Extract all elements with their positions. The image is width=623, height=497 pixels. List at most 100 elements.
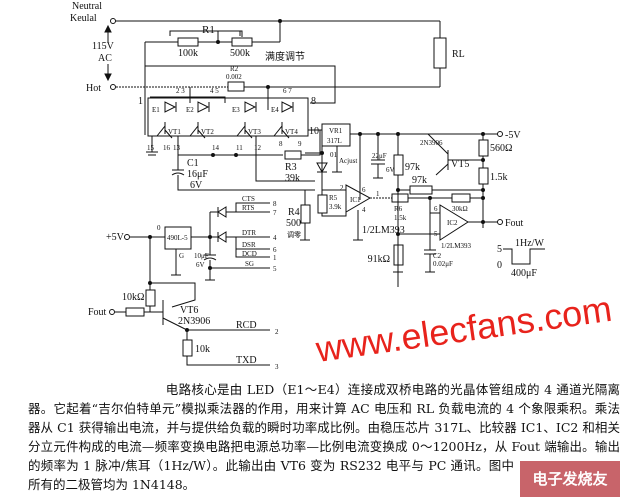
rs232-fout-terminal [109,309,115,315]
svg-text:RTS: RTS [242,204,255,212]
pin-4-5: 4 5 [210,87,219,95]
svg-text:CTS: CTS [242,195,255,203]
r4-label: R4 [288,207,300,218]
r4-resistor [300,204,311,224]
svg-text:DCD: DCD [242,250,257,258]
voltage-label: 115V [92,41,115,52]
svg-text:DSR: DSR [242,241,256,249]
led-e3: E3 [232,101,257,114]
r1-5k-value: 1.5k [490,172,508,183]
diode-rts [217,206,227,218]
ic2-pin-6: 6 [434,205,438,213]
c-supply-value: 22μF [372,152,387,160]
c1-volt: 6V [190,180,203,191]
c1-label: C1 [187,158,199,169]
circuit-description: 电路核心是由 LED（E1～E4）连接成双桥电路的光晶体管组成的 4 通道光隔离… [28,382,620,492]
neutral-label-2: Keulal [70,13,97,24]
r3-resistor [284,150,302,160]
ic1-pin-4: 4 [362,206,366,214]
c1-value: 16μF [187,169,208,180]
r97k-horizontal-value: 97k [412,175,427,186]
waveform-width: 400μF [511,268,537,279]
vt6-part: 2N3906 [178,316,210,327]
r3-label: R3 [285,162,297,173]
pin-9: 9 [298,140,302,148]
svg-text:VT1: VT1 [168,128,181,136]
r560-value: 560Ω [490,143,512,154]
supply-label: -5V [505,130,521,141]
svg-text:E4: E4 [271,106,279,114]
ic1-pin-6: 6 [362,186,366,194]
r-fout-resistor [125,307,145,317]
r1-5k-resistor [478,167,489,185]
diode-d1 [316,162,328,174]
led-e2: E2 [186,101,210,114]
phototransistor-vt3: VT3 [236,122,261,139]
svg-text:E1: E1 [152,106,160,114]
ic2-label: IC2 [447,219,458,227]
svg-text:7: 7 [273,209,277,217]
r7-resistor [451,193,471,203]
signal-rts: RTS 7 [242,204,277,217]
load-label: RL [452,49,465,60]
signal-sg: SG5 [245,260,277,273]
pin-2-3: 2 3 [176,87,185,95]
watermark: www.elecfans.com [312,288,614,370]
r97k-vertical [393,154,404,176]
waveform-title: 1Hz/W [515,238,544,249]
c2-label: C2 [433,252,442,260]
pin-14: 14 [212,144,220,152]
r6-value: 1.5k [394,214,407,222]
led-e1: E1 [152,101,177,114]
r97k-horizontal [409,185,433,195]
svg-text:3: 3 [275,363,279,371]
svg-text:4: 4 [273,234,277,242]
svg-text:2: 2 [275,328,279,336]
reg-in-pin: 0 [157,224,161,232]
r2-resistor [227,81,245,92]
ic1-comparator [345,184,372,213]
diode-dtr [217,231,227,243]
ic1-pin-2: 2 [340,184,344,192]
vt6-label: VT6 [180,305,198,316]
vin-terminal [124,234,130,240]
vt5-label: VT5 [451,159,469,170]
r560-resistor [478,139,489,157]
ic2-part: 1/2LM393 [441,242,471,250]
r4-note: 调零 [287,230,301,239]
led-e4: E4 [271,101,294,114]
svg-text:RCD: RCD [236,320,257,331]
pin-8b: 8 [279,140,283,148]
rs232-vin-label: +5V [106,232,125,243]
reg-part: 490L-5 [167,234,188,242]
optocoupler [147,97,309,137]
hot-label: Hot [86,83,101,94]
waveform-high: 5 [497,244,502,255]
load-resistor [433,37,447,69]
r1-label: R1 [202,24,215,36]
ic1-part: 1/2LM393 [362,225,405,236]
pin-11: 11 [236,144,243,152]
vr1-regulator [321,123,351,147]
waveform-low: 0 [497,260,502,271]
r7-value: 30kΩ [452,205,468,213]
ac-label: AC [98,53,112,64]
fout-terminal [497,219,503,225]
r4-value: 500 [286,218,301,229]
signal-rcd: RCD 2 [236,320,279,336]
pin-10: 10 [309,126,319,137]
r97k-vertical-value: 97k [405,162,420,173]
supply-terminal [497,131,503,137]
svg-text:5: 5 [273,265,277,273]
phototransistor-vt1: VT1 [156,122,181,139]
pin-1: 1 [138,96,143,107]
reg-490l5 [164,226,192,250]
fout-label: Fout [505,218,524,229]
d1-label: 01 [330,151,338,159]
circuit-diagram: Neutral Keulal 115V AC Hot RL R1 100k 50… [70,1,614,371]
